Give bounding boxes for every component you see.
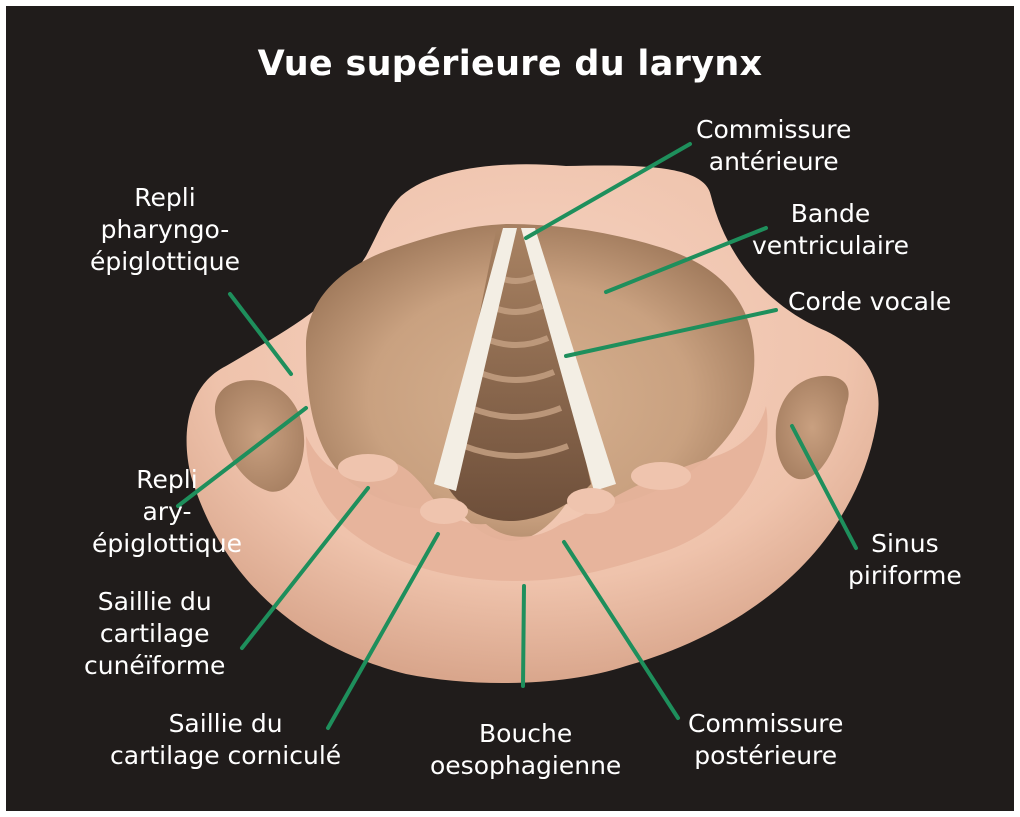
label-commissure-anterieure: Commissure antérieure — [696, 114, 851, 178]
cuneiform-bump-right — [631, 462, 691, 490]
leader-bouche — [523, 586, 524, 686]
label-repli-pharyngo-epiglottique: Repli pharyngo- épiglottique — [90, 182, 240, 278]
corniculate-bump-right — [567, 488, 615, 514]
cuneiform-bump — [338, 454, 398, 482]
label-bouche-oesophagienne: Bouche oesophagienne — [430, 718, 621, 782]
label-bande-ventriculaire: Bande ventriculaire — [752, 198, 909, 262]
label-saillie-cuneiforme: Saillie du cartilage cunéïforme — [84, 586, 225, 682]
label-commissure-posterieure: Commissure postérieure — [688, 708, 843, 772]
label-repli-ary-epiglottique: Repli ary- épiglottique — [92, 464, 242, 560]
page-title: Vue supérieure du larynx — [6, 44, 1014, 84]
label-sinus-piriforme: Sinus piriforme — [848, 528, 962, 592]
diagram-panel: Vue supérieure du larynx Commissure anté… — [6, 6, 1014, 811]
label-corde-vocale: Corde vocale — [788, 286, 951, 318]
label-saillie-cornicule: Saillie du cartilage corniculé — [110, 708, 341, 772]
corniculate-bump — [420, 498, 468, 524]
larynx-illustration — [6, 6, 1014, 811]
